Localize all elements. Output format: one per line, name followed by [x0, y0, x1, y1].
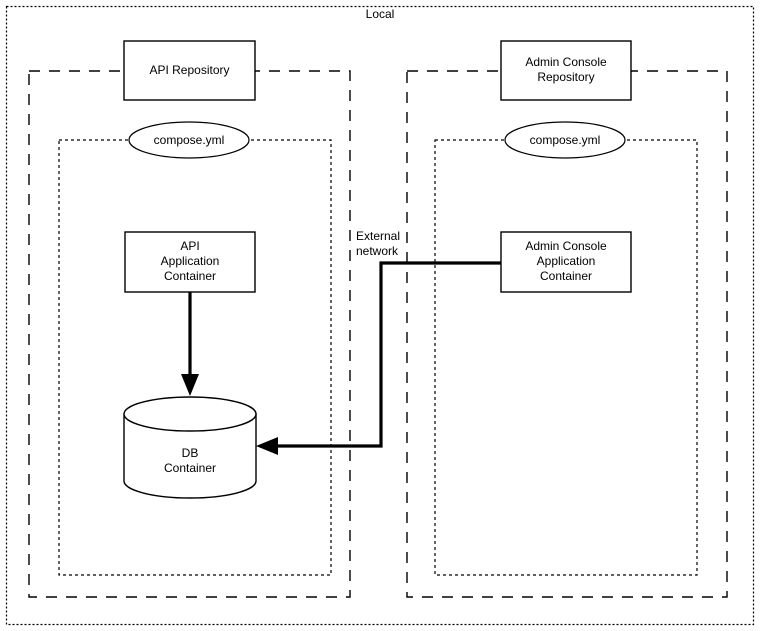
node-admin-compose-yml[interactable]: [504, 121, 626, 159]
db-container-body: [123, 413, 257, 499]
node-admin-console-application-container-label-line3: Container: [540, 269, 592, 283]
edge-admin-to-db-arrowhead: [256, 437, 278, 455]
db-container-top: [123, 396, 257, 432]
edge-api-to-db-arrowhead: [181, 374, 199, 396]
node-admin-compose-yml-label: compose.yml: [530, 133, 601, 147]
edge-label-external-network-line2: network: [356, 244, 399, 258]
node-admin-console-repository[interactable]: [500, 40, 632, 101]
local-boundary: [5, 5, 755, 626]
node-admin-console-repository-label-line2: Repository: [537, 70, 594, 84]
node-api-application-container[interactable]: [124, 231, 256, 293]
node-admin-console-application-container[interactable]: [500, 231, 632, 293]
local-boundary-label: Local: [366, 7, 395, 21]
node-api-repository[interactable]: [123, 40, 256, 101]
node-api-compose-yml-label: compose.yml: [154, 133, 225, 147]
node-db-container[interactable]: [123, 396, 257, 499]
node-admin-console-repository-label-line1: Admin Console: [525, 55, 607, 69]
node-api-application-container-label-line2: Application: [161, 254, 220, 268]
node-admin-console-application-container-label-line2: Application: [537, 254, 596, 268]
node-admin-console-application-container-label-line1: Admin Console: [525, 239, 607, 253]
node-db-container-label-line2: Container: [164, 461, 216, 475]
admin-compose-boundary: [434, 139, 698, 576]
node-api-application-container-label-line1: API: [180, 239, 199, 253]
edge-label-external-network-line1: External: [356, 229, 400, 243]
node-api-repository-label: API Repository: [149, 63, 229, 77]
node-db-container-label-line1: DB: [182, 446, 199, 460]
node-api-application-container-label-line3: Container: [164, 269, 216, 283]
api-compose-boundary: [58, 139, 332, 576]
edge-admin-to-db-line: [268, 261, 501, 448]
node-api-compose-yml[interactable]: [128, 121, 250, 159]
